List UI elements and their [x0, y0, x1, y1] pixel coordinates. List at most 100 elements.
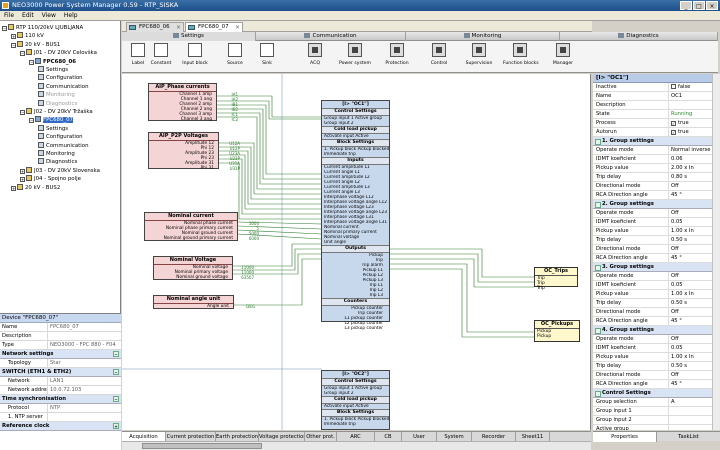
property-value[interactable]: FPC680_07 [50, 324, 79, 330]
horizontal-scrollbar[interactable] [122, 441, 591, 450]
menu-edit[interactable]: Edit [22, 12, 34, 19]
collapse-icon[interactable]: − [113, 369, 119, 375]
expander-icon[interactable]: − [20, 110, 25, 115]
property-value[interactable]: Off [669, 245, 720, 253]
vertical-scrollbar[interactable] [712, 74, 720, 430]
tree-node[interactable]: Settings [38, 66, 68, 74]
tool-label[interactable]: Label [125, 43, 151, 72]
tool-function-blocks[interactable]: Function blocks [503, 43, 539, 72]
close-tab-icon[interactable]: × [175, 24, 181, 31]
property-value[interactable]: Off [669, 272, 720, 280]
scroll-thumb[interactable] [142, 443, 262, 449]
tab-settings[interactable]: Settings [122, 32, 256, 41]
property-group-header[interactable]: 4. Group settings [593, 326, 720, 335]
tool-acq[interactable]: ACQ [298, 43, 332, 72]
tree-node[interactable]: +J04 - Spojno polje [20, 175, 81, 183]
property-value[interactable]: 0.06 [669, 155, 720, 163]
menu-help[interactable]: Help [63, 12, 78, 19]
property-value[interactable]: ✓true [669, 128, 720, 136]
tab-properties[interactable]: Properties [593, 432, 657, 442]
tab-communication[interactable]: Communication [256, 32, 406, 41]
tree-node[interactable]: +20 kV - BUS2 [11, 183, 60, 192]
expand-icon[interactable]: + [113, 423, 119, 429]
tool-power-system[interactable]: Power system [338, 43, 372, 72]
tool-constant[interactable]: Constant [148, 43, 174, 72]
tree-node[interactable]: −FPC680_07 [29, 116, 73, 124]
tool-manager[interactable]: Manager [546, 43, 580, 72]
property-value[interactable]: OC1 [669, 92, 720, 100]
property-value[interactable]: Off [669, 182, 720, 190]
doc-tab-fpc680-07[interactable]: FPC680_07× [185, 22, 243, 32]
property-value[interactable]: 45 ° [669, 380, 720, 388]
property-value[interactable] [48, 413, 121, 421]
tree-node[interactable]: Configuration [38, 74, 83, 82]
property-value[interactable]: 0.50 s [669, 362, 720, 370]
property-row[interactable]: 1. NTP server [0, 413, 121, 422]
property-value[interactable] [48, 332, 121, 340]
property-value[interactable]: 10.0.72.103 [50, 387, 82, 393]
sheet-tab[interactable]: Other prot. [305, 432, 337, 442]
group-switch[interactable]: SWITCH (ETH1 & ETH2)− [0, 368, 121, 377]
property-value[interactable]: 0.80 s [669, 173, 720, 181]
sheet-tab[interactable]: Current protection [166, 432, 216, 442]
sheet-tab[interactable]: Voltage protection [259, 432, 305, 442]
property-value[interactable]: false [669, 83, 720, 91]
tool-control[interactable]: Control [422, 43, 456, 72]
expander-icon[interactable]: − [20, 51, 25, 57]
tool-input-block[interactable]: Input block [182, 43, 208, 72]
property-value[interactable]: Star [50, 360, 61, 366]
collapse-icon[interactable]: − [113, 396, 119, 402]
tree-node[interactable]: Communication [38, 141, 89, 150]
property-value[interactable]: Off [669, 209, 720, 217]
property-value[interactable]: Off [669, 335, 720, 343]
property-value[interactable]: 1.00 x In [669, 227, 720, 235]
tree-node[interactable]: Monitoring [38, 91, 75, 99]
property-value[interactable]: NTP [50, 405, 61, 411]
property-group-header[interactable]: Control Settings [593, 389, 720, 398]
property-value[interactable]: 0.50 s [669, 299, 720, 307]
menu-view[interactable]: View [41, 12, 56, 19]
group-reference-clock[interactable]: Reference clock+ [0, 422, 121, 431]
tool-source[interactable]: Source [222, 43, 248, 72]
property-row[interactable]: Description [0, 332, 121, 341]
expander-icon[interactable]: + [20, 168, 25, 174]
tree-node[interactable]: −J02 - DV 20kV Tržaška [20, 108, 93, 116]
expander-icon[interactable]: + [11, 185, 16, 191]
checkbox[interactable]: ✓ [671, 121, 676, 126]
menu-file[interactable]: File [4, 12, 15, 19]
property-group-header[interactable]: 3. Group settings [593, 263, 720, 272]
sheet-tab[interactable]: System [437, 432, 472, 442]
property-row[interactable]: Process✓true [593, 119, 720, 128]
tree-node[interactable]: Configuration [38, 133, 83, 141]
sheet-tab[interactable]: User [402, 432, 437, 442]
property-value[interactable]: 45 ° [669, 317, 720, 325]
property-value[interactable]: Running [669, 110, 720, 118]
expander-icon[interactable]: + [20, 177, 25, 183]
